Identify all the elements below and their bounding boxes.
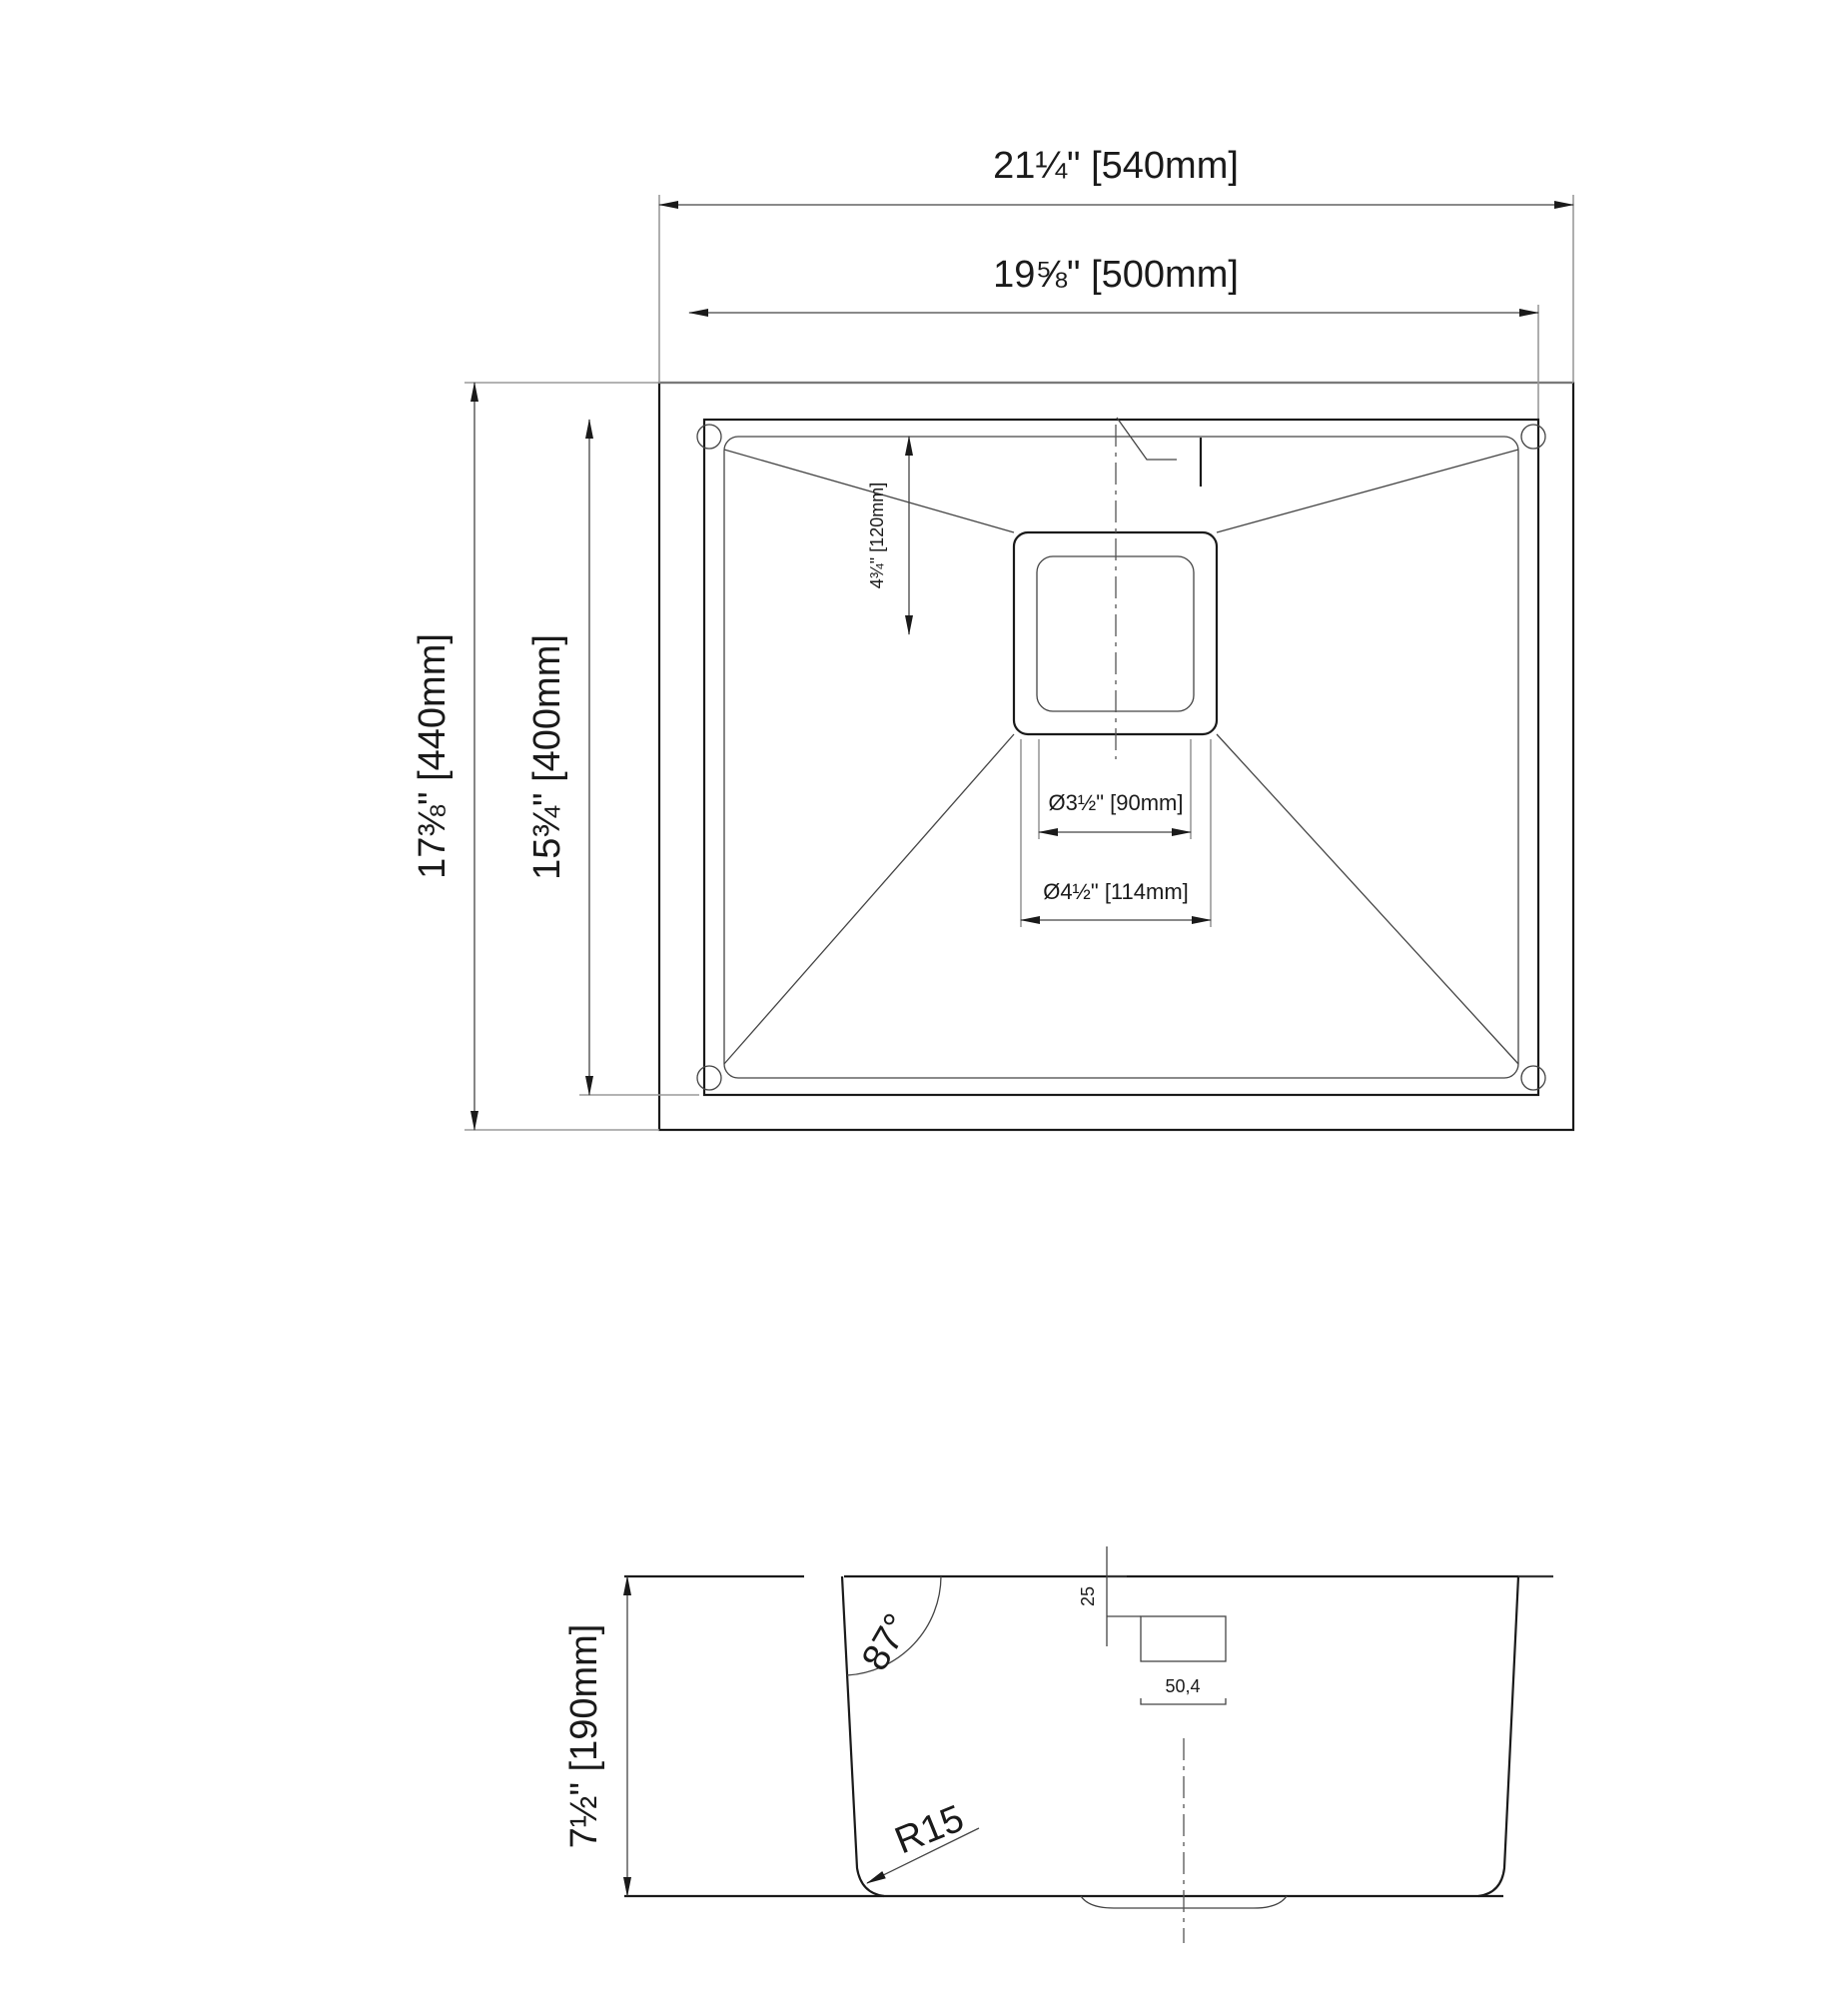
drain-outer-label: Ø4½" [114mm] (1043, 879, 1189, 904)
overall-depth-label: 17⅜" [440mm] (412, 633, 454, 879)
wall-angle-arc (846, 1575, 942, 1676)
corner-radius-leader (866, 1827, 980, 1884)
top-view: 21¼" [540mm] 19⅝" [500mm] 17⅜" [440mm] 1… (412, 145, 1575, 1132)
height-label: 7½" [190mm] (563, 1624, 605, 1849)
drain-width-label: 50,4 (1165, 1676, 1200, 1696)
drain-profile (1140, 1615, 1227, 1662)
bowl-floor-outline (723, 436, 1519, 1079)
slope-lines (723, 449, 1519, 1065)
inner-bowl-outline (702, 418, 1540, 1097)
corner-bumpers (696, 424, 1546, 1091)
rim-offset-label: 25 (1078, 1586, 1098, 1606)
side-view: 87° R15 25 50,4 7½" [190mm] (563, 1546, 1553, 1943)
overall-width-label: 21¼" [540mm] (993, 145, 1239, 187)
inner-width-label: 19⅝" [500mm] (993, 254, 1239, 296)
wall-angle-label: 87° (854, 1607, 919, 1678)
drain-inner-label: Ø3½" [90mm] (1049, 790, 1184, 815)
right-wall-profile (1477, 1575, 1520, 1898)
inner-depth-label: 15¾" [400mm] (526, 634, 568, 880)
left-wall-profile (840, 1575, 885, 1898)
drain-offset-label: 4¾" [120mm] (867, 483, 887, 588)
